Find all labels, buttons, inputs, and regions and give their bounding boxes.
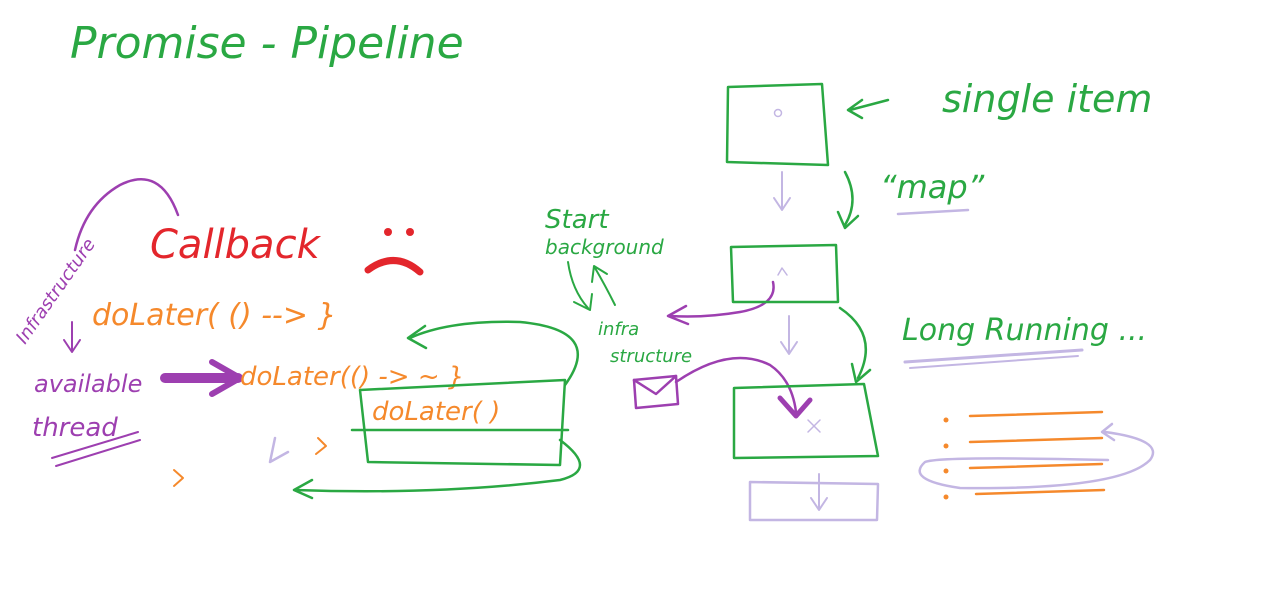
- green-curve-arrow-1: [836, 170, 860, 230]
- lavender-down-arrow-1: [773, 171, 791, 211]
- thread-underline: [51, 431, 141, 467]
- small-orange-marks: [173, 437, 327, 487]
- available-label: available: [34, 370, 142, 398]
- infra-label: infra: [598, 319, 639, 340]
- pipeline-box-4-faint: [748, 473, 880, 522]
- diagram-title: Promise - Pipeline: [70, 18, 464, 69]
- pipeline-box-3: [732, 382, 880, 460]
- background-label: background: [545, 235, 664, 259]
- start-label: Start: [545, 205, 609, 235]
- green-arrow-down-to-infra: [567, 261, 593, 311]
- structure-label: structure: [610, 346, 692, 367]
- purple-arrow-to-box3: [674, 356, 813, 419]
- code-box: [350, 378, 570, 467]
- green-curve-arrow-2: [838, 306, 872, 384]
- faint-lavender-mark: [268, 436, 290, 464]
- lavender-loop-arrow: [918, 422, 1155, 490]
- pipeline-box-2: [729, 243, 840, 304]
- green-loop-arrow-top: [406, 320, 580, 387]
- long-running-label: Long Running ...: [902, 313, 1147, 348]
- callback-label: Callback: [150, 222, 322, 268]
- sad-face-icon: [364, 228, 424, 276]
- lavender-down-arrow-2: [780, 315, 798, 355]
- purple-down-arrow: [63, 321, 81, 353]
- pipeline-box-1: [725, 82, 830, 167]
- purple-arrow-to-infra: [666, 280, 775, 326]
- thick-purple-arrow: [160, 359, 243, 397]
- code-line-1: doLater( () --> }: [92, 298, 337, 333]
- envelope-icon: [632, 374, 680, 410]
- green-loop-arrow-bottom: [292, 438, 582, 500]
- green-arrow-up-to-start: [591, 265, 616, 306]
- purple-curve-arrow: [73, 178, 180, 252]
- map-label: “map”: [880, 168, 985, 206]
- map-underline: [896, 208, 970, 216]
- single-item-label: single item: [942, 77, 1152, 121]
- orange-task-list: [943, 410, 1106, 500]
- thread-label: thread: [32, 413, 118, 443]
- code-line-3: doLater( ): [372, 397, 500, 427]
- long-running-underline: [903, 348, 1084, 369]
- green-left-arrow-single-item: [846, 98, 890, 120]
- infrastructure-label: Infrastructure: [12, 235, 100, 348]
